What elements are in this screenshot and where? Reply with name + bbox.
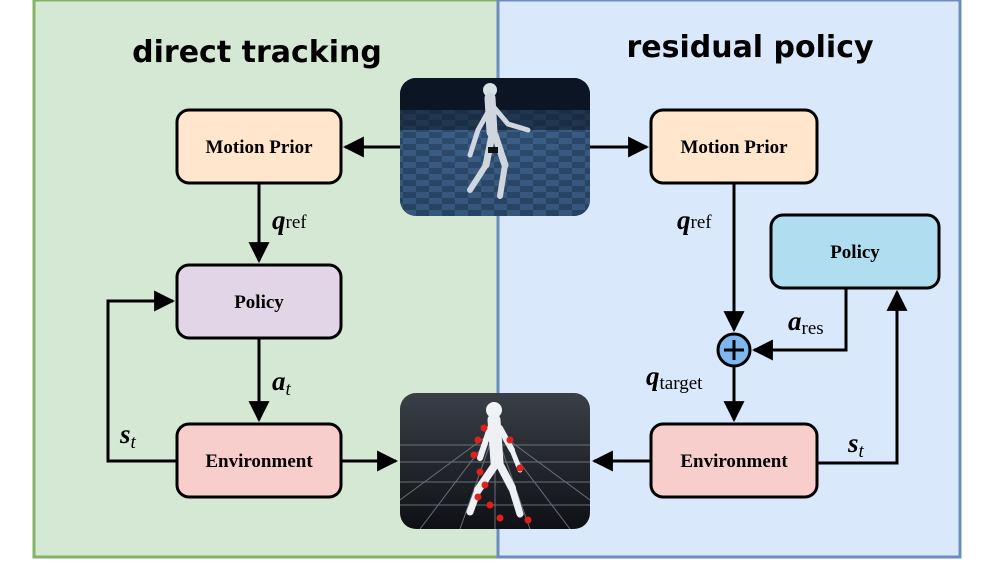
right-motion-prior-box: Motion Prior <box>649 108 819 185</box>
left-motion-prior-box: Motion Prior <box>175 108 343 185</box>
label-right-a-res: ares <box>788 306 824 339</box>
label-right-q-ref: qref <box>677 205 712 235</box>
left-motion-prior-label: Motion Prior <box>205 137 313 158</box>
robot-keypoints-image <box>400 393 590 529</box>
label-left-a-t: at <box>272 366 292 400</box>
sum-node <box>716 332 752 368</box>
right-environment-box: Environment <box>649 422 819 499</box>
robot-walking-image <box>400 78 590 216</box>
arrow-right-policy-to-sum <box>751 288 848 361</box>
label-left-q-ref: qref <box>272 205 307 235</box>
arrow-left-state-feedback <box>106 290 177 463</box>
left-policy-box: Policy <box>175 263 343 340</box>
left-policy-label: Policy <box>234 292 284 313</box>
arrow-right-state-feedback <box>817 289 908 465</box>
left-panel-title: direct tracking <box>132 35 382 70</box>
right-policy-box: Policy <box>769 213 941 290</box>
right-policy-label: Policy <box>830 242 880 263</box>
label-right-s-t: st <box>847 428 865 462</box>
right-motion-prior-label: Motion Prior <box>680 137 788 158</box>
right-environment-label: Environment <box>680 451 788 472</box>
left-environment-box: Environment <box>175 422 343 499</box>
label-right-q-target: qtarget <box>646 361 703 394</box>
label-left-s-t: st <box>119 419 137 453</box>
left-environment-label: Environment <box>205 451 313 472</box>
right-panel-title: residual policy <box>626 30 874 65</box>
